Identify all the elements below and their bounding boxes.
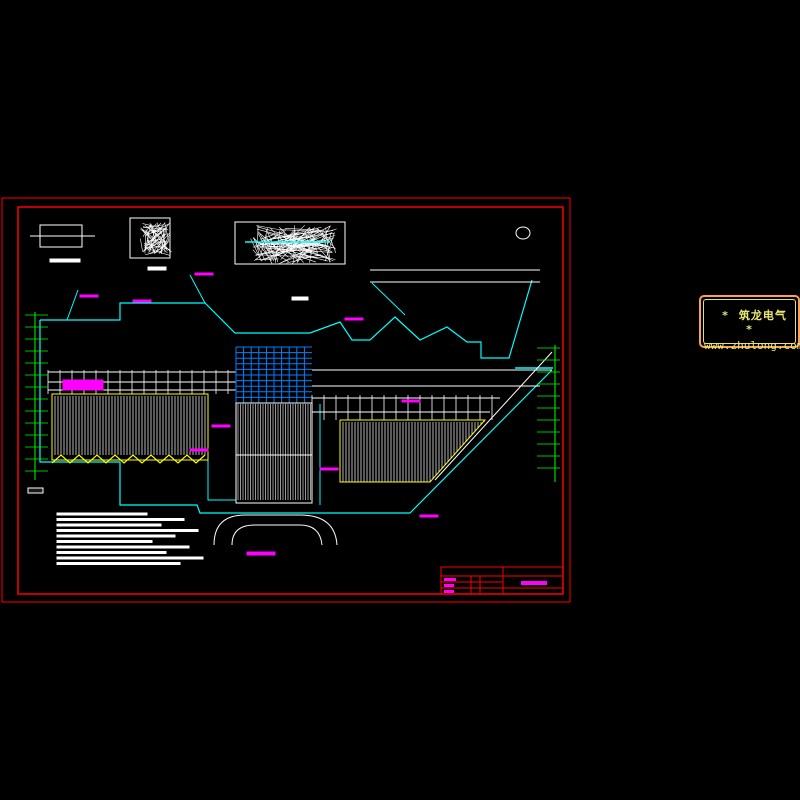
logo-star-right: * (746, 323, 753, 336)
annotation-label (190, 449, 208, 451)
north-arrow-icon (516, 227, 530, 239)
note-line (57, 524, 161, 526)
boundary-leader (372, 283, 405, 315)
note-line (57, 552, 166, 554)
drawing-title-bar (247, 552, 275, 555)
label-highlight (63, 380, 103, 390)
soil-hatch (143, 226, 145, 227)
soil-hatch (257, 225, 258, 242)
logo-url: www.zhulong.com (704, 339, 795, 352)
annotation-label (195, 273, 213, 275)
soil-hatch (140, 238, 142, 251)
note-line (57, 535, 175, 537)
zhulong-logo: *筑龙电气* www.zhulong.com (699, 295, 800, 348)
logo-name: 筑龙电气 (739, 309, 787, 322)
ring-road (232, 525, 322, 545)
logo-star-left: * (722, 309, 729, 322)
boundary-leader (190, 275, 205, 303)
annotation-label (320, 468, 338, 470)
note-line (57, 519, 184, 521)
boundary-leader (67, 290, 78, 320)
annotation-label (345, 318, 363, 320)
road-diagonal (435, 352, 552, 480)
caption-bar (148, 267, 166, 270)
legend-box (28, 488, 43, 493)
caption-bar (50, 259, 80, 262)
site-boundary-line (40, 280, 532, 358)
note-line (57, 546, 189, 548)
site-boundary-bottom (40, 320, 552, 513)
note-line (57, 557, 203, 559)
caption-bar (292, 297, 308, 300)
annotation-label (212, 425, 230, 427)
soil-hatch (330, 237, 336, 253)
road-line (208, 460, 236, 500)
annotation-label (80, 295, 98, 297)
note-line (57, 563, 180, 565)
title-block (441, 567, 563, 594)
annotation-label (420, 515, 438, 517)
note-line (57, 541, 152, 543)
annotation-label (133, 300, 151, 302)
annotation-label (402, 400, 420, 402)
note-line (57, 530, 198, 532)
note-line (57, 513, 147, 515)
